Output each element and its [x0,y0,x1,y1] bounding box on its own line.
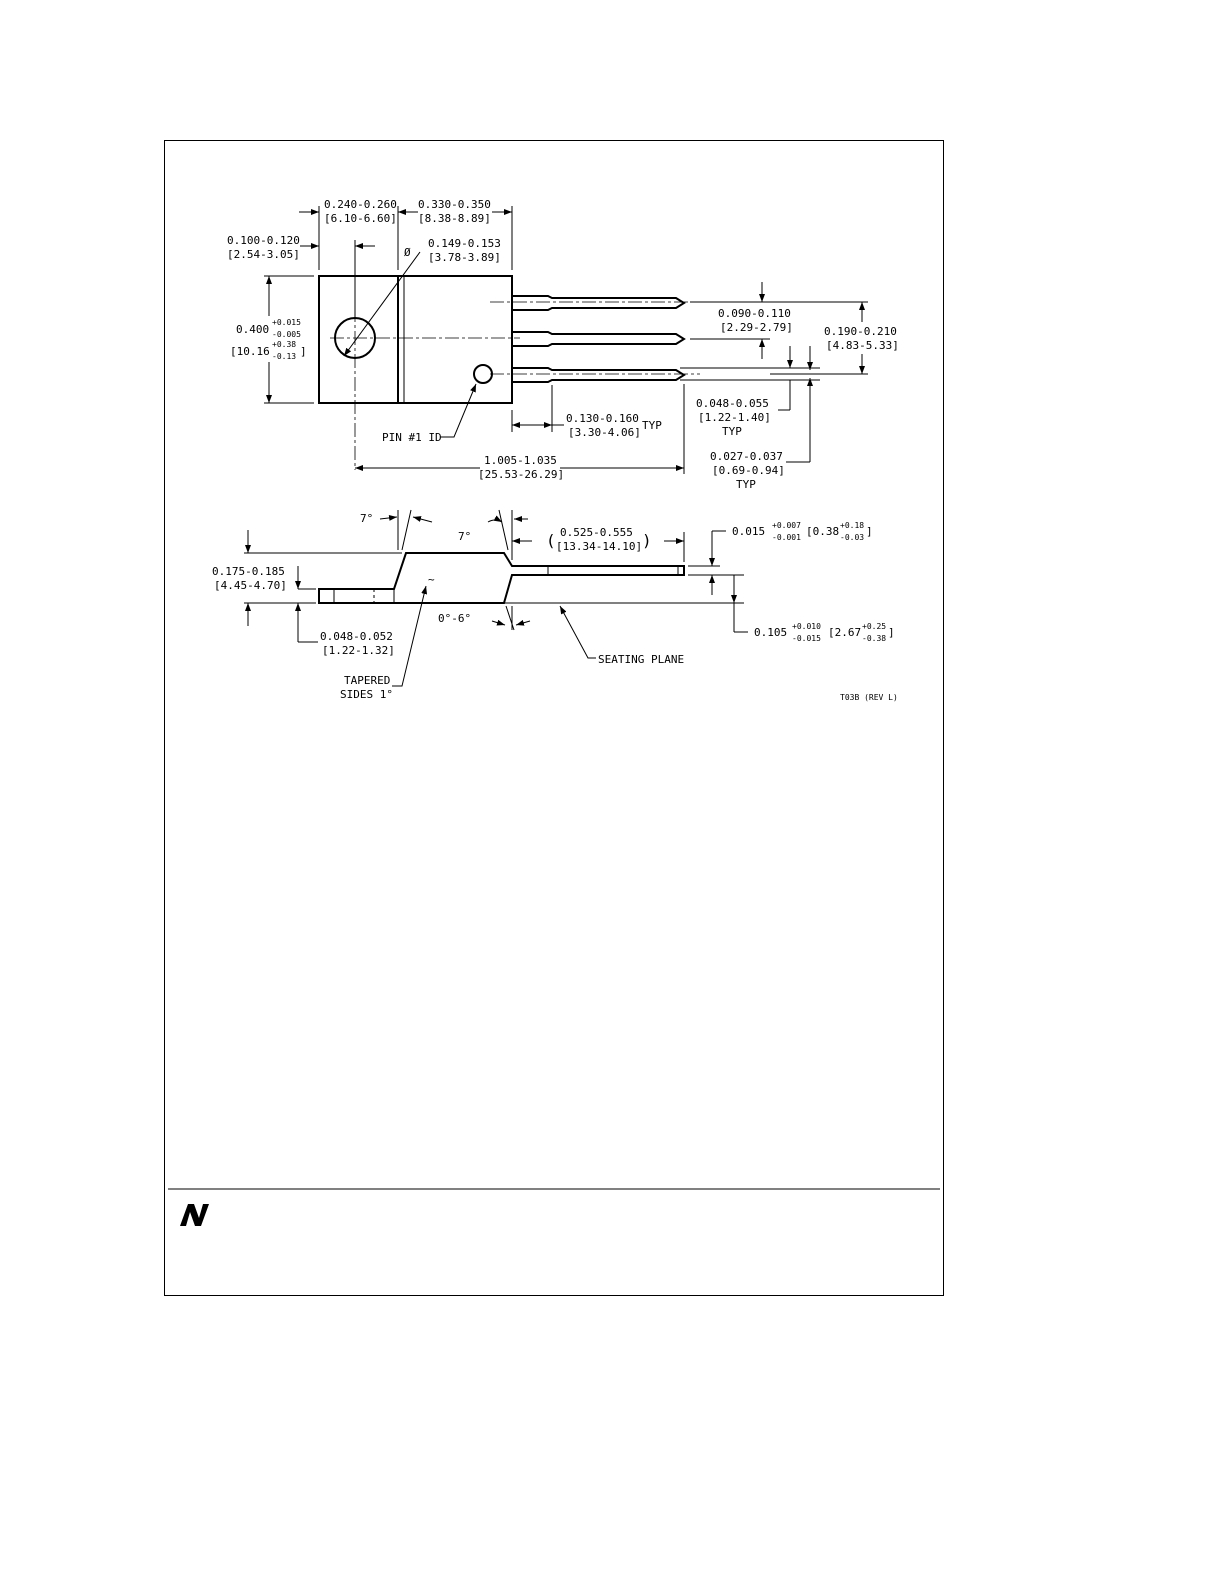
lead-1 [512,295,686,311]
dim-lead-width: 0.048-0.055 [696,397,769,410]
svg-text:+0.38: +0.38 [272,340,296,349]
dim-outer-pitch: 0.190-0.210 [824,325,897,338]
dim-height: 0.400 [236,323,269,336]
dim-hole-dia-mm: [3.78-3.89] [428,251,501,264]
svg-text:+0.25: +0.25 [862,622,886,631]
svg-text:TYP: TYP [642,419,662,432]
svg-text:TYP: TYP [736,478,756,491]
svg-text:-0.005: -0.005 [272,330,301,339]
svg-text:+0.007: +0.007 [772,521,801,530]
dim-tab-thickness-mm: [1.22-1.32] [322,644,395,657]
package-body [318,275,513,404]
dim-body-height: 0.175-0.185 [212,565,285,578]
svg-text:-0.03: -0.03 [840,533,864,542]
dim-standoff-mm: [2.67 [828,626,861,639]
dim-tab-width: 0.240-0.260 [324,198,397,211]
svg-text:): ) [642,531,652,550]
svg-text:-0.001: -0.001 [772,533,801,542]
svg-text:+0.010: +0.010 [792,622,821,631]
dim-standoff: 0.105 [754,626,787,639]
pin1-label: PIN #1 ID [382,431,442,444]
svg-text:-0.38: -0.38 [862,634,886,643]
dim-pitch-mm: [2.29-2.79] [720,321,793,334]
svg-text:~: ~ [428,573,435,586]
dim-lead-shoulder: 0.130-0.160 [566,412,639,425]
dia-symbol: Ø [404,246,411,259]
svg-text:-0.015: -0.015 [792,634,821,643]
svg-text:-0.13: -0.13 [272,352,296,361]
dim-lead-thickness: 0.027-0.037 [710,450,783,463]
dim-tab-thickness: 0.048-0.052 [320,630,393,643]
drawing-frame [164,140,944,1296]
dim-height-mm: [10.16 [230,345,270,358]
svg-text:+0.015: +0.015 [272,318,301,327]
svg-text:]: ] [888,626,895,639]
tapered-label-2: SIDES 1° [340,688,393,701]
national-logo-icon [180,1204,209,1226]
tapered-label: TAPERED [344,674,390,687]
angle-left: 7° [360,512,373,525]
dim-lead-t-mm: [0.38 [806,525,839,538]
svg-text:+0.18: +0.18 [840,521,864,530]
dim-hole-dia: 0.149-0.153 [428,237,501,250]
dim-overall: 1.005-1.035 [484,454,557,467]
lead-3 [512,367,686,383]
seating-plane-label: SEATING PLANE [598,653,684,666]
dim-hole-offset-mm: [2.54-3.05] [227,248,300,261]
side-profile [318,552,685,604]
svg-text:(: ( [546,531,556,550]
dim-lead-shoulder-mm: [3.30-4.06] [568,426,641,439]
svg-text:]: ] [300,345,307,358]
top-view: 0.240-0.260 [6.10-6.60] 0.330-0.350 [8.3… [227,198,899,491]
dim-body-height-mm: [4.45-4.70] [214,579,287,592]
dim-overall-mm: [25.53-26.29] [478,468,564,481]
dim-lead-length: 0.525-0.555 [560,526,633,539]
angle-right: 7° [458,530,471,543]
svg-text:TYP: TYP [722,425,742,438]
dim-body-mm: [8.38-8.89] [418,212,491,225]
dim-lead-thickness-mm: [0.69-0.94] [712,464,785,477]
svg-text:]: ] [866,525,873,538]
lead-2 [512,331,686,347]
dim-lead-t: 0.015 [732,525,765,538]
dim-body: 0.330-0.350 [418,198,491,211]
side-view: ~ SEATING PLANE 7° 7° 0°-6° ( 0.525-0.55… [212,509,898,702]
dim-lead-width-mm: [1.22-1.40] [698,411,771,424]
dim-outer-pitch-mm: [4.83-5.33] [826,339,899,352]
drawing-reference: T03B (REV L) [840,693,898,702]
dim-pitch: 0.090-0.110 [718,307,791,320]
pin1-marker [473,364,493,384]
angle-bottom: 0°-6° [438,612,471,625]
dim-hole-offset: 0.100-0.120 [227,234,300,247]
footer [168,1188,940,1226]
dim-tab-width-mm: [6.10-6.60] [324,212,397,225]
dim-lead-length-mm: [13.34-14.10] [556,540,642,553]
